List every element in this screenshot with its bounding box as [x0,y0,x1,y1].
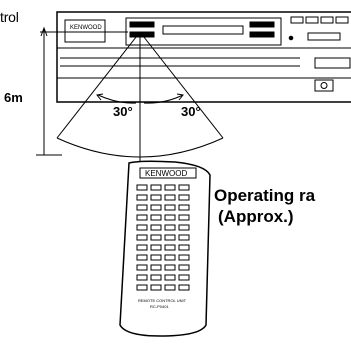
unit-key [305,16,319,24]
angle-label-right: 30° [181,104,201,119]
range-edge-right [139,31,224,139]
distance-label: 6m [4,90,23,105]
unit-key [314,57,351,69]
unit-key [320,16,334,24]
remote-model: RC-P0401 [150,304,169,309]
range-arc [56,137,224,158]
unit-button [129,21,155,28]
unit-button [249,21,275,28]
unit-key [290,16,304,24]
remote-body [119,160,211,337]
range-label-line1: Operating ra [214,186,316,205]
angle-arrow-right [176,93,184,101]
angle-arc-left [97,94,137,104]
angle-arc-right [143,94,184,104]
unit-jack-hole [320,82,328,89]
unit-key [335,16,349,24]
angle-label-left: 30° [113,104,133,119]
remote-label: REMOTE CONTROL UNIT [138,298,187,303]
unit-button [249,31,275,38]
range-edge-left [56,31,141,139]
unit-display-panel [64,19,106,43]
unit-indicator [288,35,294,41]
unit-body [56,11,351,103]
disc-slot [162,25,244,35]
angle-arrow-left [96,93,104,101]
partial-label-control: trol [0,9,19,25]
remote-brand: KENWOOD [145,169,187,178]
unit-brand: KENWOOD [70,25,102,31]
remote-control: KENWOOD REMOTE CONTROL UNIT RC-P0401 [119,160,211,337]
distance-arrow-top [40,26,48,37]
unit-jack [314,79,334,92]
remote-brand-plate [139,167,197,179]
unit-key [307,32,341,41]
range-label-line2: (Approx.) [218,207,294,226]
main-unit: KENWOOD [56,11,351,103]
